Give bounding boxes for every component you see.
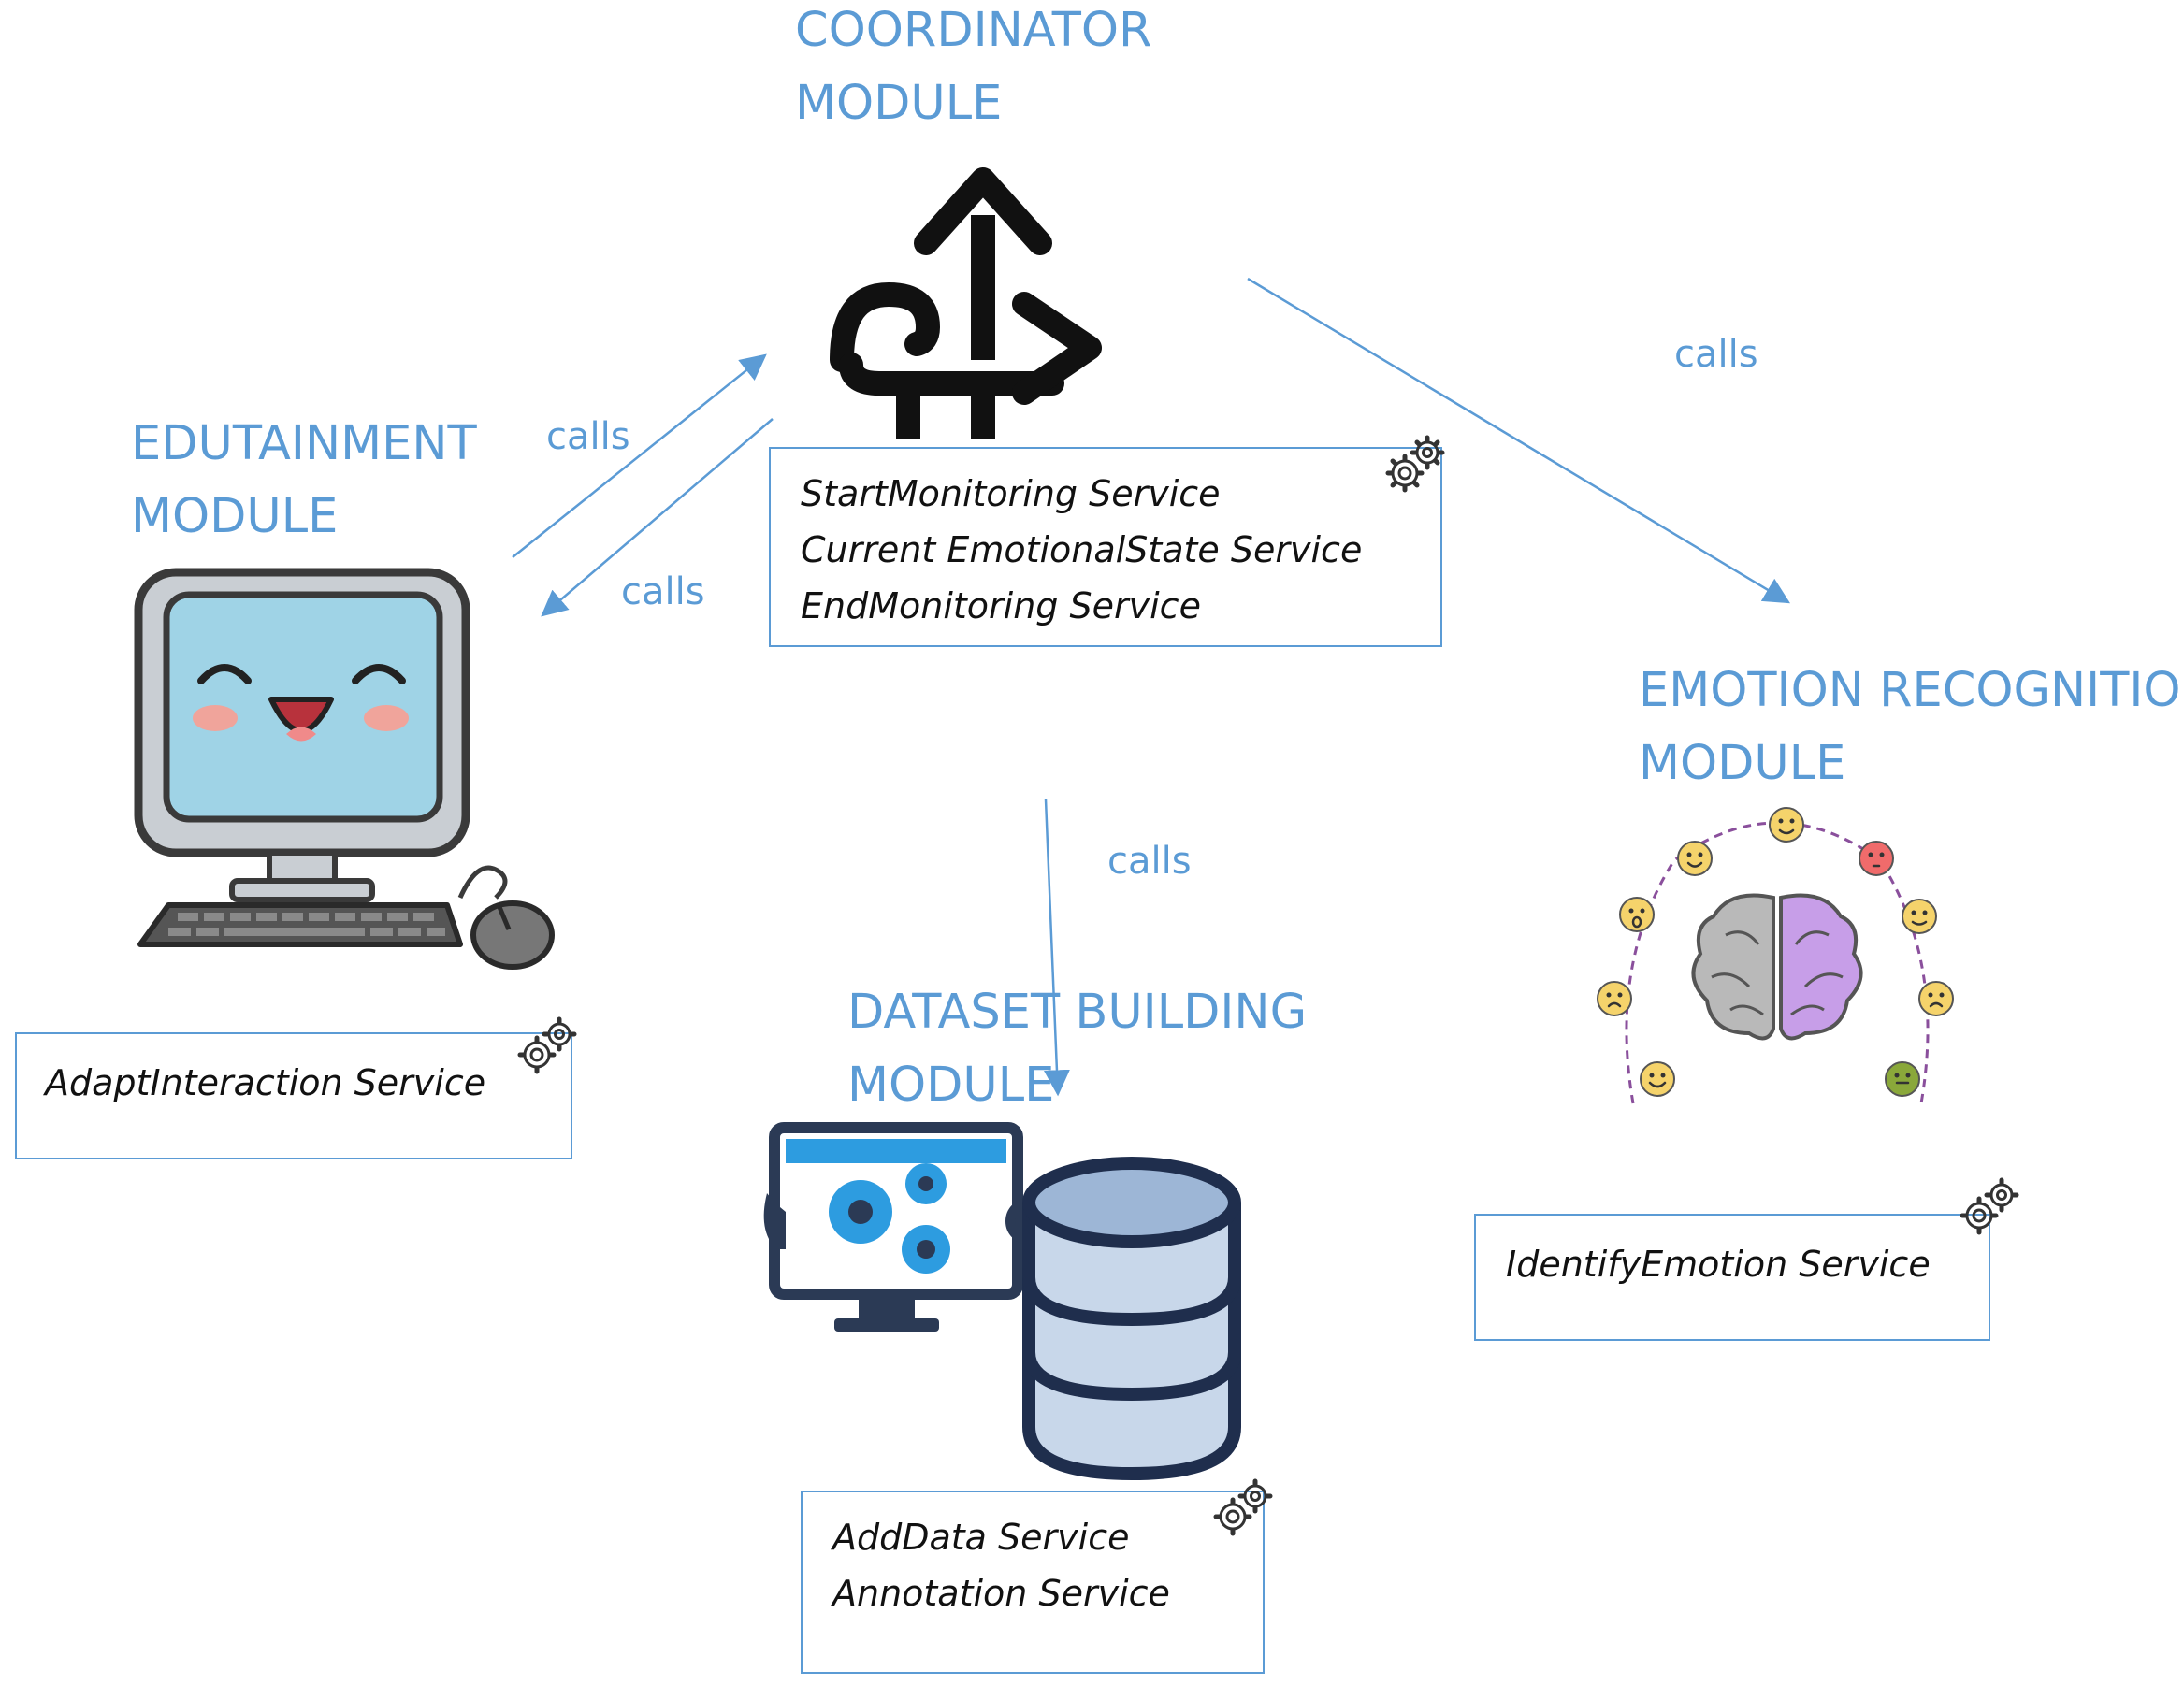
service-item: AdaptInteraction Service — [45, 1062, 486, 1103]
service-item: Current EmotionalState Service — [801, 529, 1363, 570]
edutainment-module-title: EDUTAINMENT MODULE — [131, 408, 477, 554]
gears-icon — [511, 1010, 586, 1085]
calls-label-coord-to-dataset: calls — [1107, 840, 1192, 883]
calls-label-coord-to-edu: calls — [621, 570, 705, 613]
monitor-gears-database-icon — [748, 1118, 1328, 1492]
dataset-service-list: AddData Service Annotation Service — [832, 1509, 1170, 1621]
arrow-coord-to-dataset — [1043, 799, 1070, 1097]
service-item: EndMonitoring Service — [801, 585, 1201, 626]
gears-icon — [1953, 1171, 2028, 1246]
calls-label-edu-to-coord: calls — [546, 415, 630, 458]
coordinator-service-list: StartMonitoring Service Current Emotiona… — [801, 466, 1362, 634]
edutainment-service-list: AdaptInteraction Service — [45, 1055, 485, 1111]
route-arrows-icon — [823, 159, 1104, 439]
service-item: StartMonitoring Service — [801, 473, 1221, 514]
dataset-module-title: DATASET BUILDING MODULE — [847, 976, 1307, 1122]
arrow-coord-to-edu — [541, 418, 774, 617]
coordinator-service-box: StartMonitoring Service Current Emotiona… — [769, 447, 1442, 647]
dataset-title-line1: DATASET BUILDING — [847, 985, 1308, 1040]
edutainment-title-line2: MODULE — [131, 489, 339, 544]
emotion-module-title: EMOTION RECOGNITION MODULE — [1639, 655, 2184, 800]
coordinator-title-line2: MODULE — [795, 76, 1003, 131]
gears-icon — [1379, 428, 1454, 503]
emotion-service-list: IdentifyEmotion Service — [1506, 1236, 1931, 1292]
service-item: Annotation Service — [832, 1573, 1170, 1614]
edutainment-service-box: AdaptInteraction Service — [15, 1032, 572, 1159]
coordinator-title-line1: COORDINATOR — [795, 3, 1152, 58]
dataset-title-line2: MODULE — [847, 1058, 1055, 1113]
gears-icon — [1207, 1472, 1281, 1547]
dataset-service-box: AddData Service Annotation Service — [801, 1491, 1265, 1674]
calls-label-coord-to-emotion: calls — [1674, 333, 1758, 376]
brain-emotions-icon — [1590, 804, 1964, 1122]
emotion-service-box: IdentifyEmotion Service — [1474, 1214, 1990, 1341]
service-item: AddData Service — [832, 1517, 1130, 1558]
arrow-edu-to-coord — [512, 353, 767, 558]
emotion-title-line1: EMOTION RECOGNITION — [1639, 663, 2184, 718]
coordinator-module-title: COORDINATOR MODULE — [795, 0, 1151, 140]
edutainment-title-line1: EDUTAINMENT — [131, 416, 477, 471]
smiling-computer-icon — [122, 561, 561, 982]
arrow-coord-to-emotion — [1247, 277, 1791, 604]
emotion-title-line2: MODULE — [1639, 736, 1846, 791]
service-item: IdentifyEmotion Service — [1506, 1244, 1931, 1285]
